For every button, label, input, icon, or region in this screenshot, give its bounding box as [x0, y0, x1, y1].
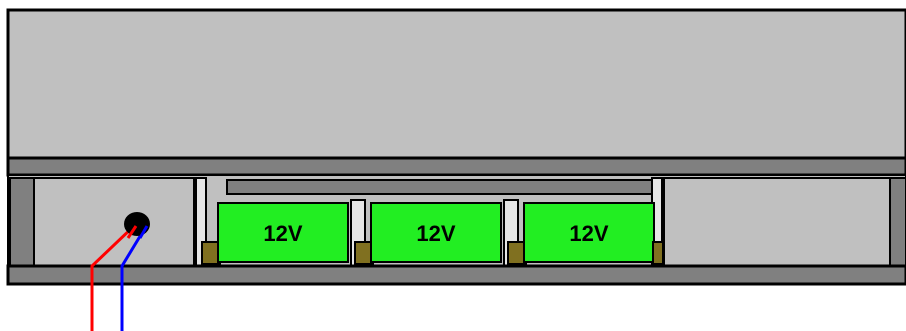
right-compartment: [663, 177, 891, 267]
cable-grommet: [124, 212, 150, 236]
left-post: [9, 177, 35, 267]
battery-bank: 12V 12V 12V: [201, 199, 664, 267]
right-post: [889, 177, 906, 267]
housing-panel: [6, 8, 906, 160]
battery-label: 12V: [416, 221, 455, 246]
battery-contact: [652, 241, 664, 265]
negative-wire: [120, 227, 147, 331]
battery-label: 12V: [569, 221, 608, 246]
battery-hold-down-bar: [226, 179, 653, 195]
battery-body: [523, 202, 655, 263]
positive-wire: [90, 224, 136, 331]
top-rail: [6, 156, 906, 177]
battery-body: [217, 202, 349, 263]
battery-label: 12V: [263, 221, 302, 246]
bottom-rail: [6, 264, 906, 286]
positive-wire-tip: [126, 225, 138, 239]
battery-body: [370, 202, 502, 263]
left-compartment: [33, 177, 195, 267]
negative-wire-tip: [138, 225, 149, 239]
